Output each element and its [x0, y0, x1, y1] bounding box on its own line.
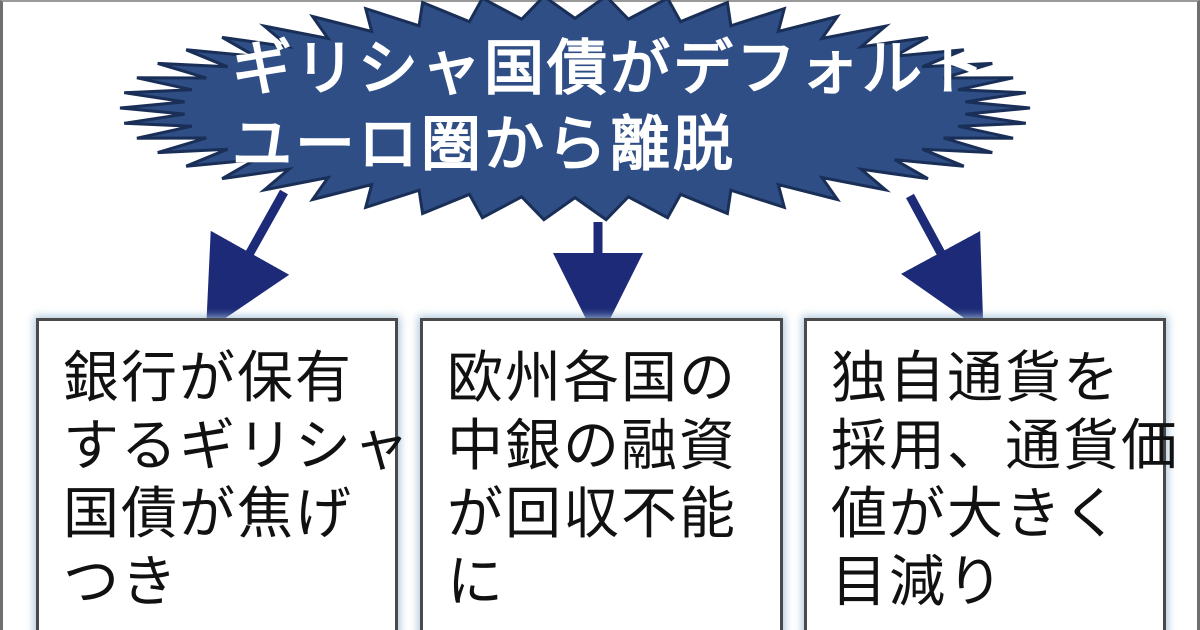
box-text-line: 採用、通貨価	[831, 414, 1179, 479]
headline-line-2: ユーロ圏から離脱	[232, 110, 736, 180]
box-text-line: 値が大きく	[831, 482, 1121, 547]
box-text-line: 欧州各国の	[447, 346, 737, 411]
headline-line-1: ギリシャ国債がデフォルト	[232, 34, 988, 104]
consequence-box-central-banks: 欧州各国の 中銀の融資 が回収不能 に	[420, 318, 783, 630]
arrow-right	[900, 193, 984, 332]
box-text-line: つき	[63, 550, 179, 615]
headline-burst	[119, 0, 1031, 222]
consequence-box-banks: 銀行が保有 するギリシャ 国債が焦げ つき	[36, 318, 409, 630]
arrow-left	[206, 189, 290, 332]
box-text-line: 目減り	[831, 550, 1005, 615]
consequence-box-currency: 独自通貨を 採用、通貨価 値が大きく 目減り	[804, 318, 1177, 630]
box-text-line: 中銀の融資	[447, 414, 737, 479]
box-text-line: に	[447, 550, 505, 615]
box-text-line: が回収不能	[447, 482, 737, 547]
box-text-line: 国債が焦げ	[63, 482, 353, 547]
box-text-line: 銀行が保有	[63, 346, 353, 411]
box-text-line: 独自通貨を	[831, 346, 1121, 411]
box-text-line: するギリシャ	[63, 414, 411, 479]
